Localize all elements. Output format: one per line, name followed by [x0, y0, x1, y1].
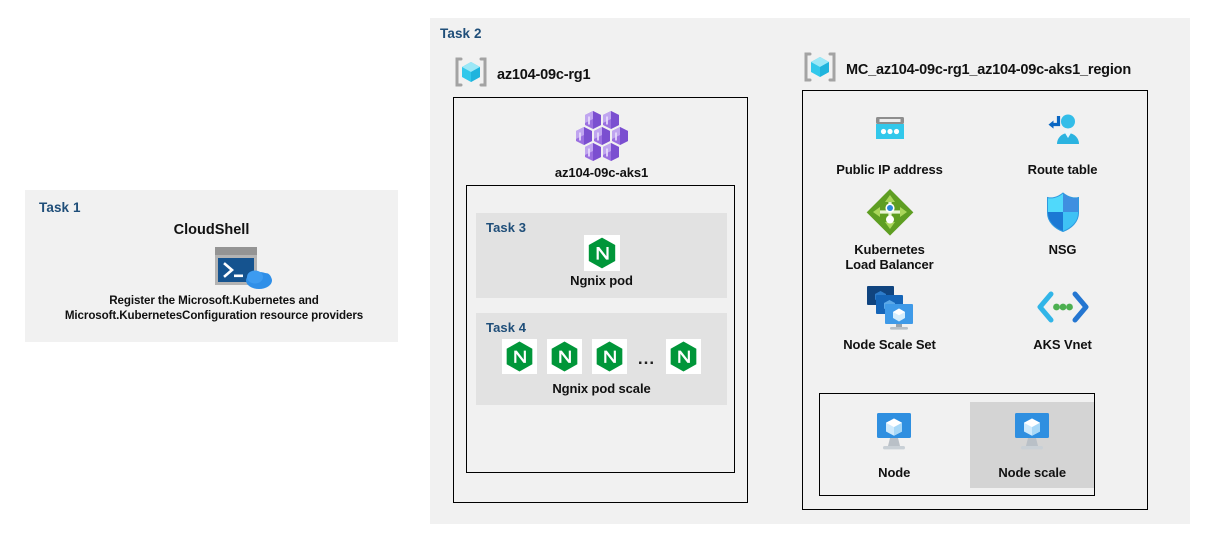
task4-label: Task 4 — [486, 320, 527, 335]
node-caption: Node — [878, 464, 911, 480]
node-scale-set-icon — [861, 280, 919, 334]
node-scale-caption: Node scale — [998, 464, 1067, 480]
task1-label: Task 1 — [39, 200, 81, 215]
resource-nsg: NSG — [976, 185, 1149, 272]
nsg-shield-icon — [1043, 185, 1083, 239]
nginx-pod-scale-row: ... — [476, 339, 727, 379]
resource-public-ip: Public IP address — [803, 105, 976, 177]
resource-group-2-name: MC_az104-09c-rg1_az104-09c-aks1_region — [846, 61, 1131, 78]
nginx-pod-icon — [476, 235, 727, 271]
task4-caption: Ngnix pod scale — [552, 381, 651, 396]
task1-description: Register the Microsoft.Kubernetes and Mi… — [64, 294, 364, 322]
route-table-icon — [1040, 105, 1086, 159]
node-scale-item: Node scale — [970, 401, 1094, 488]
node-icon — [1008, 410, 1056, 461]
resource-caption: Node Scale Set — [843, 337, 936, 352]
resource-group-2-header: MC_az104-09c-rg1_az104-09c-aks1_region — [803, 50, 1131, 89]
resource-caption: Public IP address — [836, 162, 943, 177]
resource-group-1-name: az104-09c-rg1 — [497, 66, 591, 83]
aks-cluster-name: az104-09c-aks1 — [554, 165, 649, 180]
nginx-pod-icon — [591, 339, 627, 379]
ellipsis-label: ... — [637, 349, 656, 368]
resource-caption: NSG — [1048, 242, 1077, 257]
task3-label: Task 3 — [486, 220, 527, 235]
aks-cluster-inner-box: Task 3 Ngnix pod Task 4 — [466, 185, 735, 473]
resource-caption: Route table — [1027, 162, 1098, 177]
task3-panel: Task 3 Ngnix pod — [476, 213, 727, 298]
resource-group-icon — [454, 55, 488, 94]
cloudshell-icon — [213, 245, 275, 298]
resource-route-table: Route table — [976, 105, 1149, 177]
task3-caption: Ngnix pod — [570, 273, 633, 288]
managed-resources-grid: Public IP address Route table — [803, 105, 1149, 352]
resource-aks-vnet: AKS Vnet — [976, 280, 1149, 352]
vnet-icon — [1035, 280, 1091, 334]
task1-panel: Task 1 CloudShell Register the Microsoft… — [25, 190, 398, 342]
nginx-pod-icon — [666, 339, 702, 379]
load-balancer-icon — [864, 185, 916, 239]
resource-group-2-box: Public IP address Route table — [802, 90, 1148, 510]
public-ip-icon — [867, 105, 913, 159]
node-icon — [870, 410, 918, 461]
node-group-box: Node Node scale — [819, 393, 1095, 496]
task2-label: Task 2 — [440, 26, 482, 41]
node-item: Node — [836, 410, 952, 480]
nginx-pod-icon — [546, 339, 582, 379]
resource-node-scale-set: Node Scale Set — [803, 280, 976, 352]
resource-caption: AKS Vnet — [1033, 337, 1092, 352]
cloudshell-title: CloudShell — [173, 222, 250, 238]
resource-group-1-header: az104-09c-rg1 — [454, 55, 591, 94]
resource-group-icon — [803, 50, 837, 89]
nginx-pod-icon — [501, 339, 537, 379]
aks-cluster-icon — [454, 110, 749, 162]
task4-panel: Task 4 — [476, 313, 727, 405]
